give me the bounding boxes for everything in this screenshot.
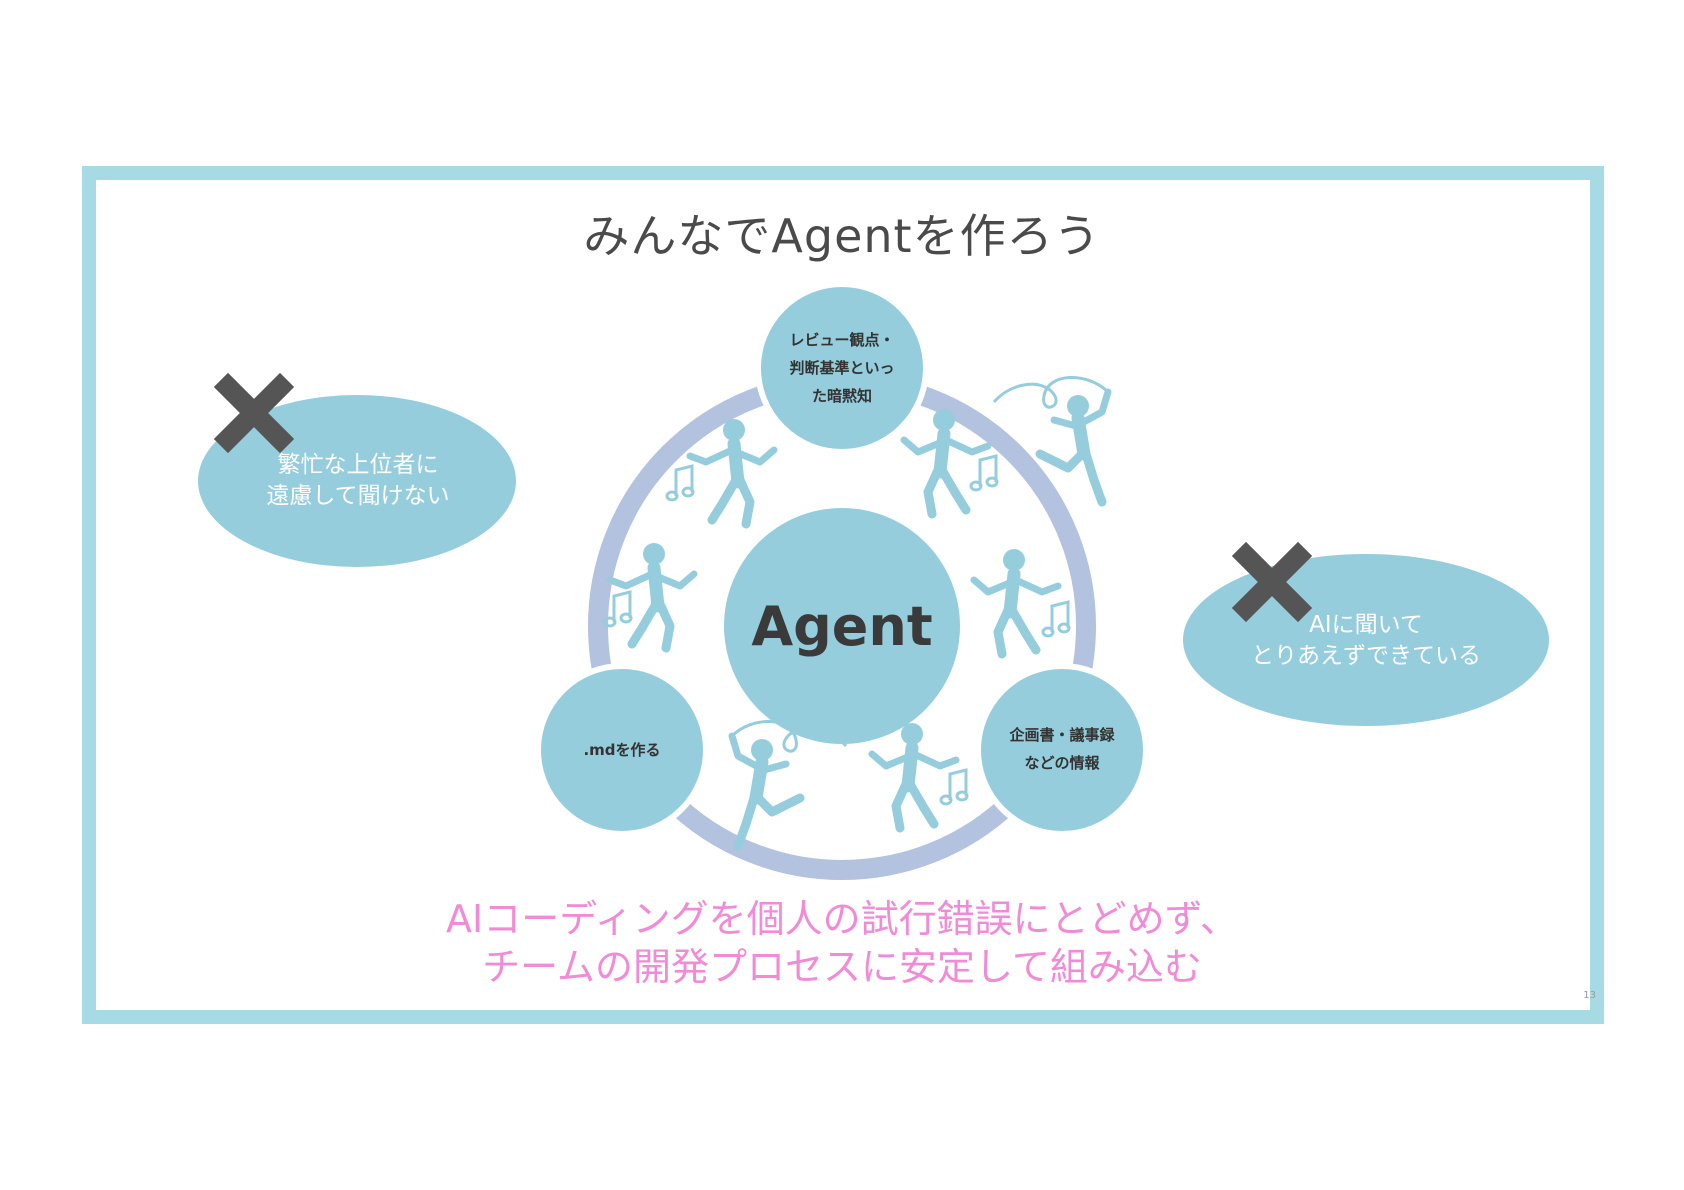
bubble-left-text: 繁忙な上位者に 遠慮して聞けない bbox=[232, 446, 484, 516]
music-note-icon bbox=[939, 768, 969, 806]
page-number: 13 bbox=[1583, 990, 1596, 1001]
node-circle-bottom-right bbox=[975, 663, 1149, 837]
music-note-icon bbox=[1041, 600, 1071, 638]
node-label-line: 企画書・議事録 bbox=[1009, 726, 1115, 744]
bubble-line: 繁忙な上位者に bbox=[277, 452, 439, 478]
node-label-line: 判断基準といっ bbox=[789, 359, 895, 377]
node-label-line: レビュー観点・ bbox=[789, 331, 895, 349]
dancer-icon bbox=[610, 543, 694, 648]
cross-icon bbox=[1231, 541, 1313, 623]
agent-circle bbox=[724, 508, 960, 744]
node-label-bottom-right: 企画書・議事録 などの情報 bbox=[988, 716, 1136, 782]
bubble-line: とりあえずできている bbox=[1251, 643, 1481, 669]
bubble-line: 遠慮して聞けない bbox=[266, 483, 450, 509]
dancer-icon bbox=[872, 723, 956, 828]
agent-label: Agent bbox=[751, 594, 933, 658]
bubble-right-text: AIに聞いて とりあえずできている bbox=[1218, 606, 1514, 676]
message-line: AIコーディングを個人の試行錯誤にとどめず、 bbox=[446, 897, 1238, 941]
slide-title: みんなでAgentを作ろう bbox=[583, 209, 1101, 263]
message-line: チームの開発プロセスに安定して組み込む bbox=[482, 945, 1202, 989]
node-circle-top bbox=[755, 281, 929, 455]
dancer-icon bbox=[974, 549, 1058, 654]
cross-icon bbox=[213, 372, 295, 454]
node-label-line: .mdを作る bbox=[583, 741, 661, 759]
key-message: AIコーディングを個人の試行錯誤にとどめず、 チームの開発プロセスに安定して組み… bbox=[0, 895, 1684, 991]
node-circle-bottom-left bbox=[535, 663, 709, 837]
bubble-line: AIに聞いて bbox=[1309, 612, 1423, 638]
node-label-line: などの情報 bbox=[1024, 754, 1100, 772]
node-label-top: レビュー観点・ 判断基準といっ た暗黙知 bbox=[768, 320, 916, 416]
music-note-icon bbox=[969, 454, 999, 492]
node-label-bottom-left: .mdを作る bbox=[548, 730, 696, 770]
node-label-line: た暗黙知 bbox=[811, 387, 872, 405]
music-note-icon bbox=[665, 464, 695, 502]
